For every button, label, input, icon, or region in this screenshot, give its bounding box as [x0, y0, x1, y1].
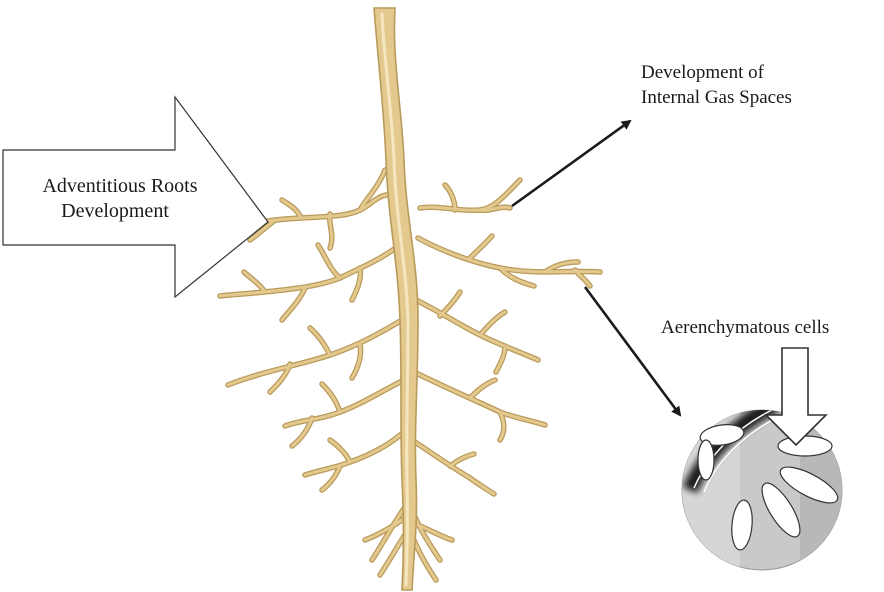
aerenchyma-label: Aerenchymatous cells — [661, 317, 829, 338]
taproot — [374, 8, 418, 590]
adventitious-label-line2: Development — [61, 200, 169, 222]
gas-spaces-label-line2: Internal Gas Spaces — [641, 87, 792, 108]
root-system — [220, 8, 600, 590]
gas-spaces-label-line1: Development of — [641, 62, 765, 83]
gas-spaces-pointer-arrow — [512, 121, 630, 206]
root-cross-section: Aerenchymatous cells — [661, 317, 845, 570]
cross-section-pointer-arrow — [585, 287, 680, 415]
gas-spaces-callout: Development of Internal Gas Spaces — [512, 62, 792, 206]
adventitious-roots-arrow: Adventitious Roots Development — [3, 97, 268, 297]
adventitious-label-line1: Adventitious Roots — [42, 175, 197, 197]
